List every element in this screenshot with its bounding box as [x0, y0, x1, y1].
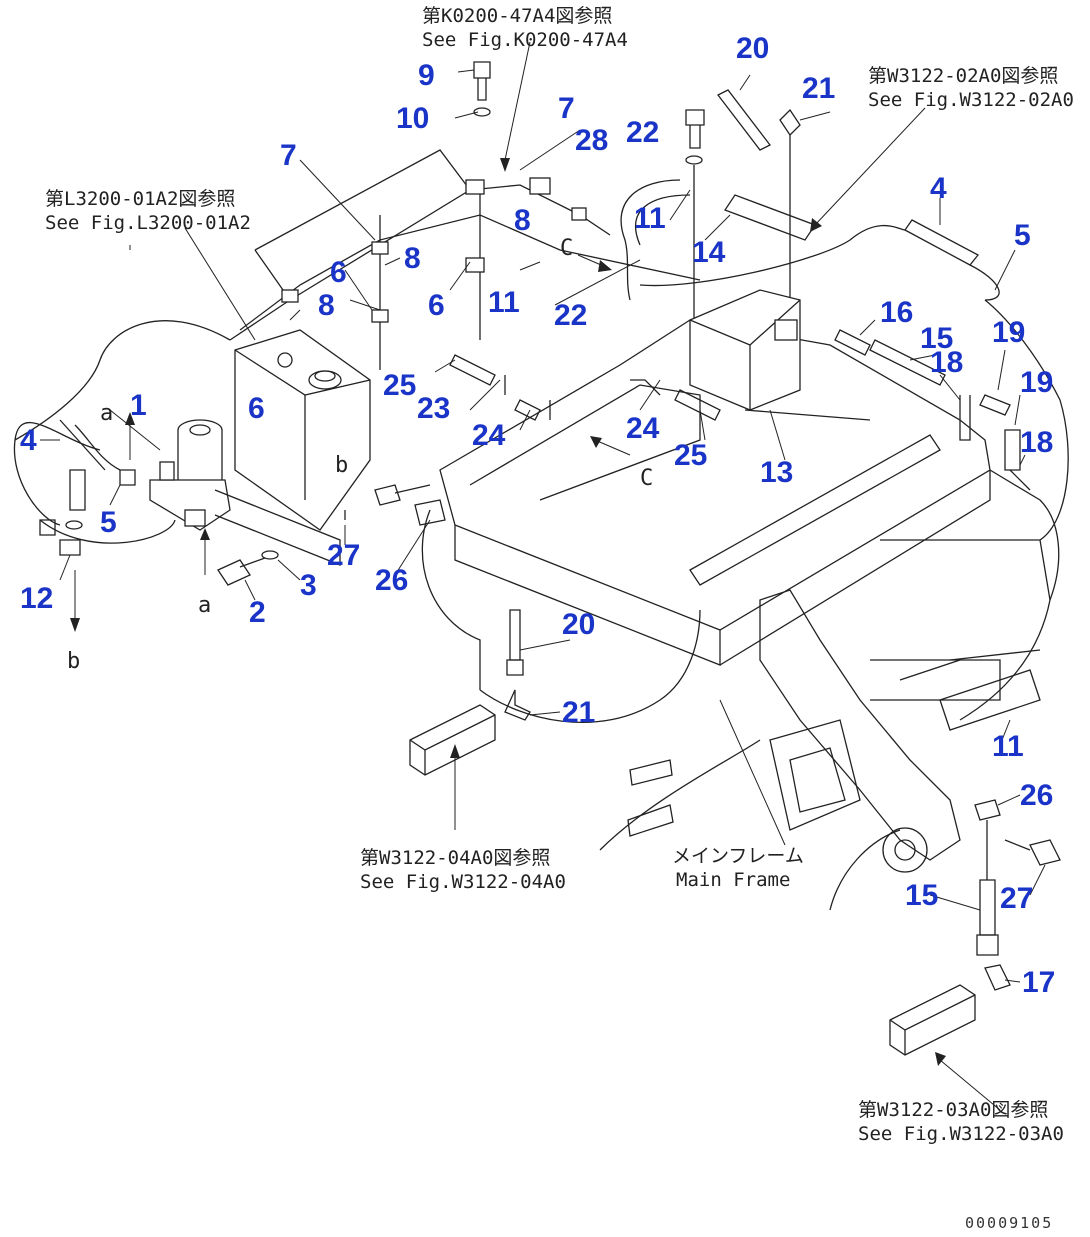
view-letter-a-bottom: a	[198, 593, 211, 618]
callout-7-left: 7	[280, 139, 297, 172]
callout-21-bottom: 21	[562, 696, 595, 729]
callout-6-a: 6	[330, 256, 347, 289]
callout-10: 10	[396, 102, 429, 135]
view-letters: a a b b C C	[67, 236, 653, 674]
callout-6-b: 6	[428, 289, 445, 322]
callout-4-right: 4	[930, 172, 947, 205]
callout-17: 17	[1022, 966, 1055, 999]
ref-l3200-jp: 第L3200-01A2図参照	[45, 188, 235, 210]
callout-8-mid: 8	[404, 242, 421, 275]
callout-24-a: 24	[472, 419, 506, 452]
callout-8-left: 8	[318, 289, 335, 322]
callout-24-b: 24	[626, 412, 660, 445]
ref-w3122-03-jp: 第W3122-03A0図参照	[858, 1099, 1048, 1121]
drawing-code: 00009105	[965, 1214, 1053, 1232]
callout-11-mid: 11	[488, 286, 520, 319]
callout-12: 12	[20, 582, 53, 615]
callout-20-bottom: 20	[562, 608, 595, 641]
ref-k0200-en: See Fig.K0200-47A4	[422, 29, 628, 51]
main-frame-en: Main Frame	[676, 869, 790, 891]
view-letter-b-bottom: b	[67, 649, 80, 674]
ref-w3122-03-en: See Fig.W3122-03A0	[858, 1123, 1064, 1145]
callout-8-top: 8	[514, 204, 531, 237]
ref-w3122-02-en: See Fig.W3122-02A0	[868, 89, 1074, 111]
frame-deck	[439, 319, 991, 631]
part-callouts: 9 10 20 21 7 28 22 7 8 11 4 5 14 8 6 8 6…	[20, 32, 1055, 999]
ref-w3122-02-jp: 第W3122-02A0図参照	[868, 65, 1058, 87]
callout-14: 14	[692, 236, 726, 269]
callout-7-top: 7	[558, 92, 575, 125]
pipe-28	[620, 179, 681, 301]
callout-28: 28	[575, 124, 608, 157]
view-letter-a-top: a	[100, 401, 113, 426]
callout-18-a: 18	[930, 346, 963, 379]
callout-6-c: 6	[248, 392, 265, 425]
frame-side	[421, 509, 481, 690]
callout-27-right: 27	[1000, 882, 1033, 915]
valve-block-left	[409, 704, 496, 776]
callout-3: 3	[300, 569, 317, 602]
callout-5-right: 5	[1014, 219, 1031, 252]
view-letter-c-top: C	[560, 236, 573, 261]
ref-w3122-04-en: See Fig.W3122-04A0	[360, 871, 566, 893]
callout-1: 1	[130, 389, 147, 422]
junction-box	[689, 289, 801, 411]
callout-13: 13	[760, 456, 793, 489]
callout-11-top: 11	[634, 202, 666, 235]
callout-26-right: 26	[1020, 779, 1053, 812]
figure-references: 第K0200-47A4図参照 See Fig.K0200-47A4 第W3122…	[45, 5, 1074, 1145]
boom-foot	[759, 589, 961, 861]
callout-5-left: 5	[100, 506, 117, 539]
callout-9: 9	[418, 59, 435, 92]
ref-k0200-jp: 第K0200-47A4図参照	[422, 5, 612, 27]
lubricator-tank	[234, 329, 371, 531]
callout-4-left: 4	[20, 424, 37, 457]
ref-w3122-04-jp: 第W3122-04A0図参照	[360, 847, 550, 869]
callout-18-b: 18	[1020, 426, 1053, 459]
callout-19-a: 19	[992, 316, 1025, 349]
callout-11-bottom: 11	[992, 730, 1024, 763]
callout-19-b: 19	[1020, 366, 1053, 399]
callout-25-left: 25	[383, 369, 416, 402]
pipe-4-right	[724, 194, 816, 241]
callout-16: 16	[880, 296, 913, 329]
callout-22-mid: 22	[554, 299, 587, 332]
callout-20-top: 20	[736, 32, 769, 65]
ref-l3200-en: See Fig.L3200-01A2	[45, 212, 251, 234]
callout-15-bottom: 15	[905, 879, 938, 912]
callout-27-left: 27	[327, 539, 360, 572]
callout-21-top: 21	[802, 72, 835, 105]
view-letter-c-bottom: C	[640, 466, 653, 491]
callout-22-top: 22	[626, 116, 659, 149]
main-frame-jp: メインフレーム	[672, 845, 804, 867]
callout-23: 23	[417, 392, 450, 425]
view-letter-b-top: b	[335, 453, 348, 478]
leader-lines	[40, 41, 1046, 1111]
callout-15-top: 15	[920, 322, 953, 355]
callout-2: 2	[249, 596, 266, 629]
callout-25-mid: 25	[674, 439, 707, 472]
callout-26-left: 26	[375, 564, 408, 597]
pump-motor	[149, 419, 231, 531]
line-art	[13, 61, 1069, 1056]
valve-block-right	[889, 984, 976, 1056]
